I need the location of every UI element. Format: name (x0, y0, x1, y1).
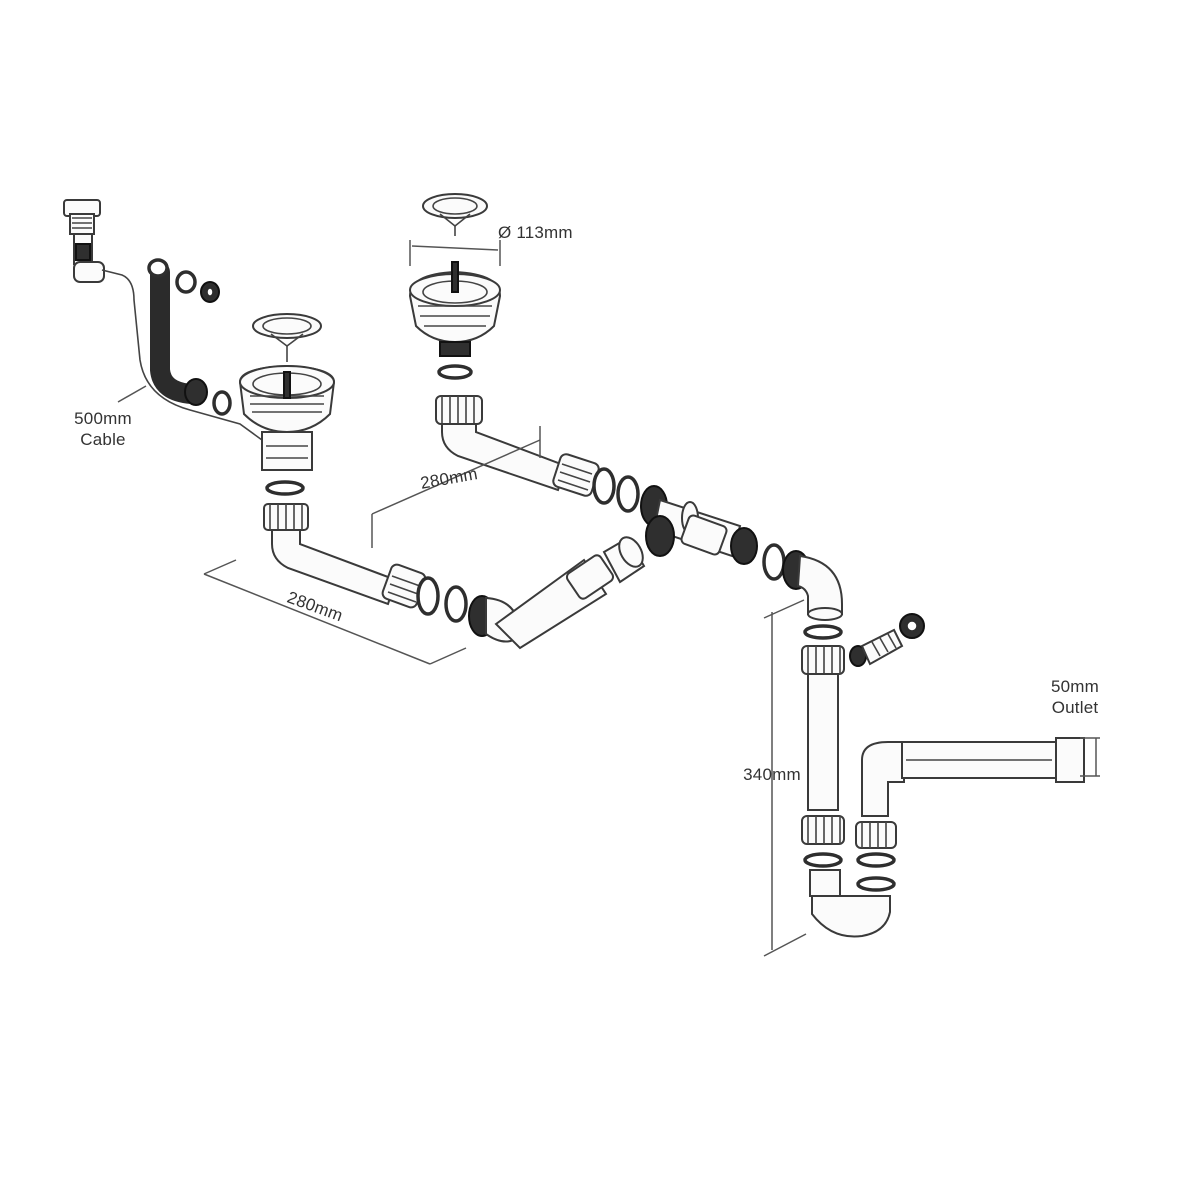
popup-overflow-button (63, 199, 105, 283)
pipe-junction (645, 498, 843, 621)
pipe-run-left (263, 503, 646, 650)
outlet-size-label: 50mm Outlet (1030, 676, 1120, 718)
overflow-hose (147, 258, 232, 416)
cable-length-value: 500mm (74, 409, 132, 428)
cable-length-caption: Cable (80, 430, 126, 449)
appliance-inlet-spigot (849, 613, 925, 667)
control-cable (101, 269, 263, 441)
strainer-diameter-label: Ø 113mm (498, 223, 573, 242)
bottle-trap (801, 624, 1085, 938)
strainer-right (408, 193, 502, 380)
outlet-size-value: 50mm (1050, 677, 1100, 696)
outlet-size-caption: Outlet (1051, 698, 1099, 717)
pipe-run-right (435, 395, 668, 527)
strainer-diameter-dimension (409, 240, 501, 266)
strainer-left (238, 313, 336, 496)
cable-length-label: 500mm Cable (58, 408, 148, 450)
trap-height-label: 340mm (743, 765, 801, 784)
dimension-lines (117, 385, 1100, 957)
